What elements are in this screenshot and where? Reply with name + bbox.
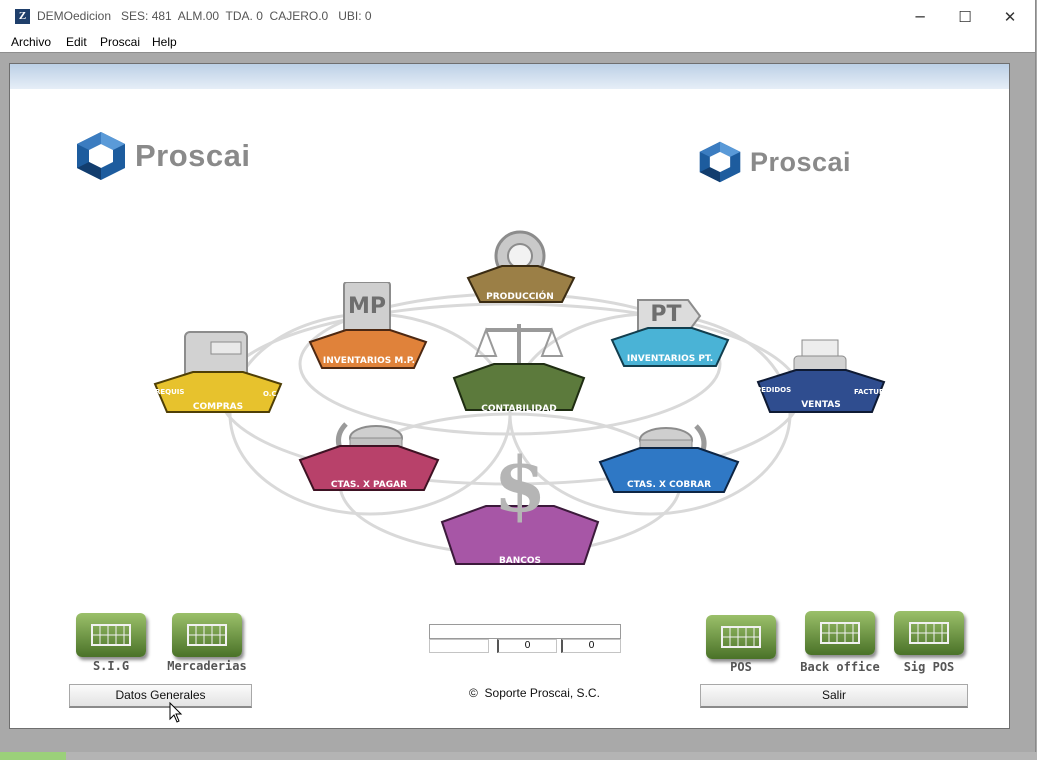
module-ctas-cobrar-label: CTAS. X COBRAR	[626, 480, 712, 490]
ventas-side-left: PEDIDOS	[756, 386, 792, 394]
module-ctas-cobrar[interactable]: CTAS. X COBRAR	[596, 418, 742, 498]
mp-box-icon: MP	[347, 294, 387, 319]
module-bancos[interactable]: $ BANCOS	[438, 440, 602, 572]
taskbar-indicator	[0, 752, 66, 760]
maximize-button[interactable]: ☐	[958, 8, 972, 26]
status-bar	[429, 624, 621, 639]
proscai-logo-icon	[699, 141, 741, 183]
module-produccion[interactable]: PRODUCCIÓN	[462, 226, 578, 310]
module-compras-label: COMPRAS	[192, 402, 244, 412]
module-ventas-label: VENTAS	[801, 400, 841, 410]
menu-help[interactable]: Help	[152, 35, 177, 49]
module-ctas-pagar-label: CTAS. X PAGAR	[330, 480, 408, 490]
status-counter: 0 0	[429, 624, 621, 654]
proscai-logo-left: Proscai	[73, 130, 263, 182]
copyright-label: Soporte Proscai, S.C.	[484, 686, 600, 700]
back-office-label: Back office	[800, 660, 880, 674]
taskbar-strip	[0, 752, 1037, 760]
menu-bar: Archivo Edit Proscai Help	[0, 33, 1035, 52]
proscai-logo-text-left: Proscai	[135, 138, 251, 173]
title-bar: Z DEMOedicion SES: 481 ALM.00 TDA. 0 CAJ…	[0, 0, 1035, 33]
sig-pos-label: Sig POS	[903, 660, 955, 674]
module-inventarios-mp-label: INVENTARIOS M.P.	[322, 356, 416, 366]
status-cell	[429, 639, 489, 653]
menu-proscai[interactable]: Proscai	[100, 35, 141, 49]
menu-edit[interactable]: Edit	[66, 35, 87, 49]
minimize-button[interactable]: ─	[915, 8, 925, 26]
module-bancos-label: BANCOS	[498, 556, 542, 566]
close-button[interactable]: ✕	[1003, 8, 1017, 26]
pt-tag-icon: PT	[650, 302, 682, 327]
module-produccion-label: PRODUCCIÓN	[486, 292, 554, 302]
module-contabilidad-label: CONTABILIDAD	[481, 404, 557, 414]
pos-label: POS	[730, 660, 752, 674]
proscai-logo-icon	[77, 132, 125, 180]
sig-label: S.I.G	[92, 659, 130, 673]
panel-header	[10, 64, 1009, 89]
main-panel: Proscai Proscai	[9, 63, 1010, 729]
proscai-logo-right: Proscai	[696, 140, 866, 186]
module-inventarios-pt-label: INVENTARIOS PT.	[626, 354, 714, 364]
compras-side-left: REQUIS	[155, 388, 185, 396]
menu-separator	[0, 52, 1035, 53]
status-value-b: 0	[561, 639, 621, 653]
module-inventarios-mp[interactable]: MP INVENTARIOS M.P.	[306, 282, 432, 374]
salir-button[interactable]: Salir	[700, 684, 968, 708]
module-contabilidad[interactable]: CONTABILIDAD	[450, 320, 588, 418]
copyright-text: © Soporte Proscai, S.C.	[469, 686, 600, 700]
window-title: DEMOedicion SES: 481 ALM.00 TDA. 0 CAJER…	[37, 9, 372, 23]
mercaderias-label: Mercaderias	[167, 659, 247, 673]
module-ctas-pagar[interactable]: CTAS. X PAGAR	[296, 410, 442, 496]
ventas-side-right: FACTURA	[854, 388, 890, 396]
module-ventas[interactable]: VENTAS PEDIDOS FACTURA	[754, 336, 890, 420]
dollar-icon: $	[493, 440, 547, 529]
compras-side-right: O.C.	[263, 390, 280, 398]
menu-archivo[interactable]: Archivo	[11, 35, 52, 49]
mouse-cursor-icon	[169, 702, 183, 723]
proscai-logo-text-right: Proscai	[750, 147, 852, 177]
app-icon: Z	[15, 9, 30, 24]
status-value-a: 0	[497, 639, 557, 653]
module-compras[interactable]: COMPRAS REQUIS O.C.	[151, 328, 285, 420]
datos-generales-button[interactable]: Datos Generales	[69, 684, 252, 708]
module-inventarios-pt[interactable]: PT INVENTARIOS PT.	[608, 294, 732, 374]
copyright-icon: ©	[469, 686, 485, 700]
